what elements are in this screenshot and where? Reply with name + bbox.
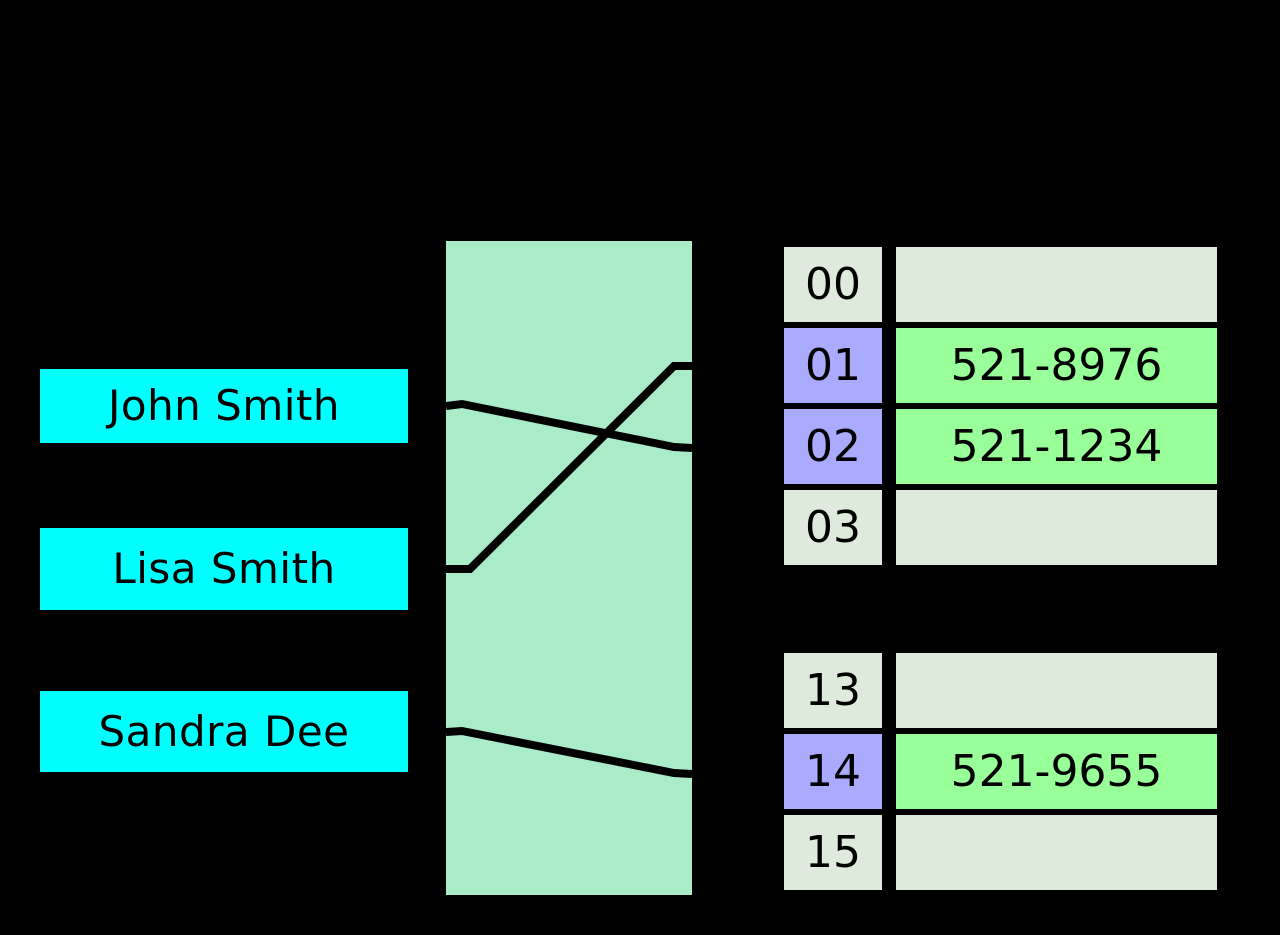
key-label: John Smith bbox=[107, 381, 340, 430]
bucket-value bbox=[896, 653, 1217, 728]
mapping-line-lisa-smith bbox=[446, 362, 692, 573]
hash-mapping-lines bbox=[446, 362, 692, 778]
bucket-index: 00 bbox=[784, 247, 882, 322]
bucket-index: 13 bbox=[784, 653, 882, 728]
bucket-value: 521-1234 bbox=[896, 409, 1217, 484]
bucket-value bbox=[896, 247, 1217, 322]
key-box-sandra-dee[interactable]: Sandra Dee bbox=[40, 691, 408, 772]
bucket-index: 01 bbox=[784, 328, 882, 403]
bucket-value bbox=[896, 815, 1217, 890]
bucket-value: 521-8976 bbox=[896, 328, 1217, 403]
key-label: Sandra Dee bbox=[98, 706, 350, 756]
bucket-index: 14 bbox=[784, 734, 882, 809]
hash-function-box bbox=[446, 241, 692, 895]
key-box-lisa-smith[interactable]: Lisa Smith bbox=[40, 528, 408, 610]
key-label: Lisa Smith bbox=[112, 544, 336, 593]
bucket-index: 02 bbox=[784, 409, 882, 484]
bucket-value bbox=[896, 490, 1217, 565]
key-box-john-smith[interactable]: John Smith bbox=[40, 369, 408, 443]
bucket-index: 03 bbox=[784, 490, 882, 565]
mapping-line-john-smith bbox=[446, 399, 692, 452]
bucket-index: 15 bbox=[784, 815, 882, 890]
bucket-value: 521-9655 bbox=[896, 734, 1217, 809]
mapping-line-sandra-dee bbox=[446, 726, 692, 778]
